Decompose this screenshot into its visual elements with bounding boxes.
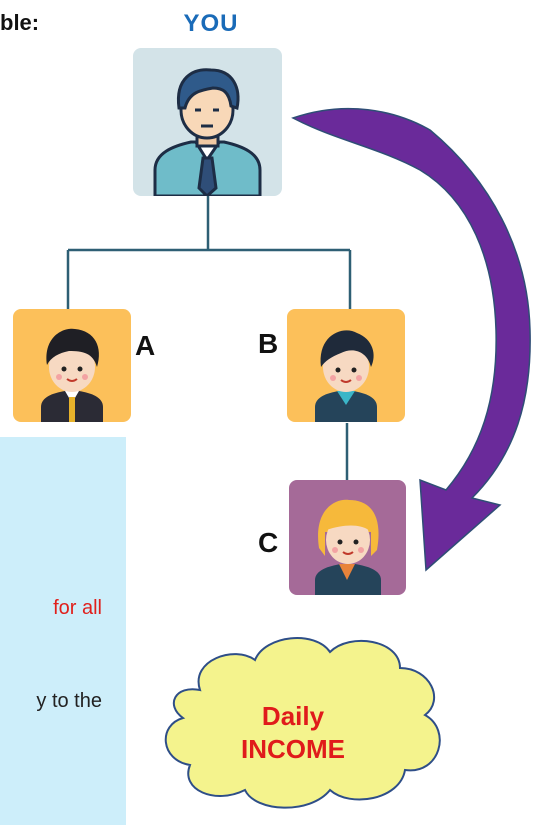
node-label-c: C: [258, 527, 279, 558]
panel-text-line-2: y to the: [36, 690, 102, 712]
heading-fragment: ble:: [0, 10, 40, 35]
tree-connectors: [66, 196, 352, 480]
curved-arrow-icon: [291, 107, 531, 572]
node-tile-c: [289, 480, 406, 595]
boy-avatar-icon: [41, 328, 103, 422]
node-tile-b: [287, 309, 405, 422]
income-cloud-icon: [164, 637, 441, 809]
you-label: YOU: [183, 10, 239, 37]
node-label-b: B: [258, 328, 279, 359]
node-tile-a: [13, 309, 131, 422]
info-panel: for all y to the: [0, 437, 126, 825]
daily-income-label: Daily INCOME: [218, 700, 368, 766]
man-avatar-icon: [315, 330, 377, 422]
you-tile: [133, 48, 282, 196]
man-avatar-icon: [153, 68, 262, 196]
cloud-line-1: Daily: [261, 701, 325, 731]
panel-text-line-1: for all: [53, 597, 102, 619]
cloud-line-2: INCOME: [241, 734, 345, 764]
woman-avatar-icon: [315, 499, 381, 595]
node-label-a: A: [135, 330, 156, 361]
